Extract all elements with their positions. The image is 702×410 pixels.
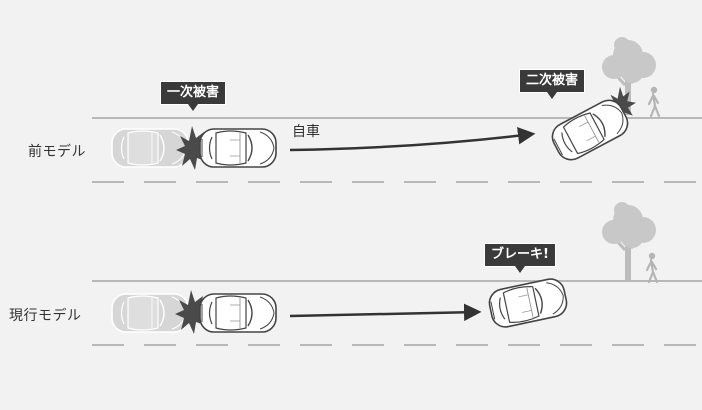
ghost-car-icon [111,128,189,168]
arrow-icon [289,127,536,152]
row-label-previous-model: 前モデル [28,144,86,160]
brake-callout: ブレーキ! [484,243,556,273]
car-icon [199,128,277,168]
car-icon [199,293,277,333]
pedestrian-icon [645,251,659,284]
first-impact-callout: 一次被害 [160,81,227,111]
car-icon [486,275,570,331]
row-label-current-model: 現行モデル [9,308,82,324]
car-icon [546,94,634,166]
own-car-label: 自車 [292,124,320,140]
bottom-road [92,280,702,346]
arrow-icon [289,303,482,322]
pedestrian-icon [647,85,661,118]
second-impact-callout: 二次被害 [519,69,586,99]
ghost-car-icon [111,293,189,333]
